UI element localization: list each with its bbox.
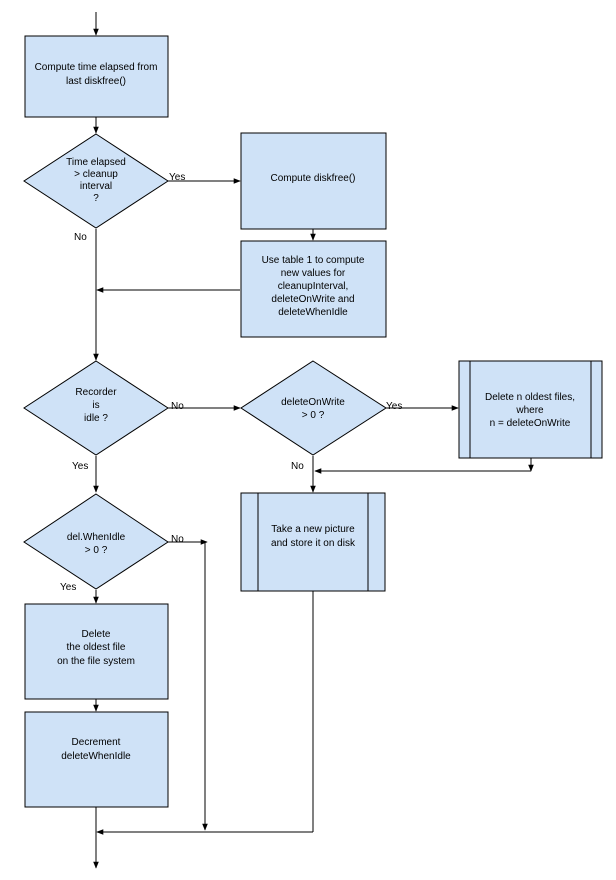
connectors — [93, 12, 534, 869]
decision-time-elapsed-line-1: Time elapsed — [66, 157, 126, 168]
box-use-table-line-2: new values for — [281, 268, 346, 279]
box-use-table: Use table 1 to compute new values for cl… — [240, 240, 387, 338]
decision-recorder-idle-line-2: is — [92, 400, 99, 411]
box-use-table-line-1: Use table 1 to compute — [262, 255, 365, 266]
box-decrement: Decrement deleteWhenIdle — [24, 711, 169, 808]
label-yes-delete-on-write: Yes — [386, 401, 402, 412]
box-take-picture: Take a new picture and store it on disk — [240, 492, 386, 592]
decision-del-when-idle-line-2: > 0 ? — [85, 545, 108, 556]
decision-del-when-idle-line-1: del.WhenIdle — [67, 532, 126, 543]
decision-del-when-idle: del.WhenIdle > 0 ? — [23, 493, 169, 590]
decision-time-elapsed-line-4: ? — [93, 193, 99, 204]
box-use-table-line-4: deleteOnWrite and — [271, 294, 354, 305]
box-delete-oldest: Delete the oldest file on the file syste… — [24, 603, 169, 700]
label-yes-recorder-idle: Yes — [72, 461, 88, 472]
label-yes-time-elapsed: Yes — [169, 172, 185, 183]
box-take-picture-line-2: and store it on disk — [271, 538, 356, 549]
label-no-recorder-idle: No — [171, 401, 184, 412]
box-delete-n-oldest: Delete n oldest files, where n = deleteO… — [458, 360, 603, 459]
decision-time-elapsed: Time elapsed > cleanup interval ? — [23, 133, 169, 229]
box-delete-oldest-line-3: on the file system — [57, 656, 135, 667]
label-yes-del-when-idle: Yes — [60, 582, 76, 593]
box-delete-n-oldest-line-3: n = deleteOnWrite — [490, 418, 571, 429]
decision-time-elapsed-line-2: > cleanup — [74, 169, 118, 180]
box-delete-oldest-line-1: Delete — [82, 629, 111, 640]
box-compute-elapsed: Compute time elapsed from last diskfree(… — [24, 35, 169, 118]
decision-delete-on-write-line-1: deleteOnWrite — [281, 397, 345, 408]
decision-recorder-idle-line-3: idle ? — [84, 413, 108, 424]
box-use-table-line-3: cleanupInterval, — [278, 281, 349, 292]
box-take-picture-line-1: Take a new picture — [271, 524, 355, 535]
box-compute-diskfree: Compute diskfree() — [240, 132, 387, 230]
box-decrement-line-2: deleteWhenIdle — [61, 751, 131, 762]
decision-recorder-idle-line-1: Recorder — [75, 387, 117, 398]
box-delete-n-oldest-line-1: Delete n oldest files, — [485, 392, 575, 403]
label-no-del-when-idle: No — [171, 534, 184, 545]
label-no-time-elapsed: No — [74, 232, 87, 243]
box-delete-n-oldest-line-2: where — [515, 405, 544, 416]
box-use-table-line-5: deleteWhenIdle — [278, 307, 348, 318]
label-no-delete-on-write: No — [291, 461, 304, 472]
decision-delete-on-write: deleteOnWrite > 0 ? — [240, 360, 387, 456]
decision-time-elapsed-line-3: interval — [80, 181, 112, 192]
box-delete-oldest-line-2: the oldest file — [67, 642, 126, 653]
decision-recorder-idle: Recorder is idle ? — [23, 360, 169, 456]
box-compute-elapsed-line-1: Compute time elapsed from — [35, 62, 158, 73]
box-decrement-line-1: Decrement — [72, 737, 121, 748]
box-compute-elapsed-line-2: last diskfree() — [66, 76, 126, 87]
decision-delete-on-write-line-2: > 0 ? — [302, 410, 325, 421]
box-compute-diskfree-line-1: Compute diskfree() — [270, 173, 355, 184]
